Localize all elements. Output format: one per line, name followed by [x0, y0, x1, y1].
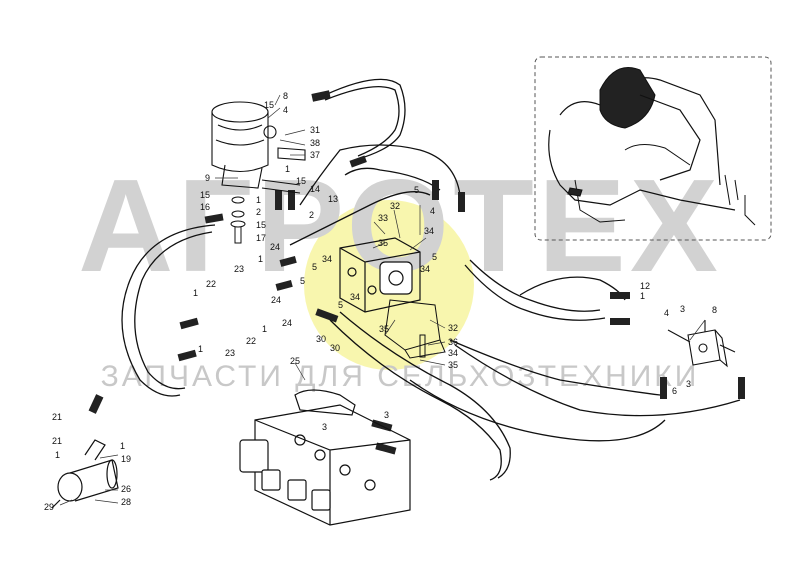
- callout-label: 32: [448, 323, 458, 333]
- callout-label: 23: [234, 264, 244, 274]
- control-valve-bank: [239, 389, 411, 526]
- callout-label: 5: [432, 252, 437, 262]
- callout-labels: 8 15 4 31 38 37 9 1 15 14 15 1 16 2 15 1…: [44, 91, 717, 512]
- callout-label: 17: [256, 233, 266, 243]
- callout-label: 5: [414, 185, 419, 195]
- mounting-bracket: [384, 299, 446, 359]
- callout-label: 35: [448, 360, 458, 370]
- callout-label: 15: [200, 190, 210, 200]
- callout-label: 38: [310, 138, 320, 148]
- callout-label: 15: [296, 176, 306, 186]
- callout-label: 1: [262, 324, 267, 334]
- callout-label: 30: [316, 334, 326, 344]
- callout-label: 24: [270, 242, 280, 252]
- callout-label: 1: [258, 254, 263, 264]
- callout-label: 1: [193, 288, 198, 298]
- tractor-inset: [534, 56, 772, 241]
- callout-label: 9: [205, 173, 210, 183]
- callout-label: 8: [712, 305, 717, 315]
- callout-label: 22: [246, 336, 256, 346]
- bolt-washer-stack: [230, 196, 246, 244]
- callout-label: 2: [256, 207, 261, 217]
- callout-label: 2: [309, 210, 314, 220]
- hydraulic-cylinder: [51, 439, 119, 509]
- callout-label: 16: [200, 202, 210, 212]
- callout-label: 34: [322, 254, 332, 264]
- callout-label: 34: [350, 292, 360, 302]
- callout-label: 35: [378, 238, 388, 248]
- callout-label: 15: [264, 100, 274, 110]
- callout-label: 1: [256, 195, 261, 205]
- callout-label: 26: [121, 484, 131, 494]
- callout-label: 1: [285, 164, 290, 174]
- callout-label: 1: [120, 441, 125, 451]
- callout-label: 4: [664, 308, 669, 318]
- callout-label: 34: [420, 264, 430, 274]
- callout-label: 1: [55, 450, 60, 460]
- callout-label: 4: [283, 105, 288, 115]
- callout-label: 19: [121, 454, 131, 464]
- callout-label: 31: [310, 125, 320, 135]
- pump-assembly: [211, 101, 306, 194]
- callout-label: 8: [283, 91, 288, 101]
- callout-label: 35: [379, 324, 389, 334]
- callout-label: 25: [290, 356, 300, 366]
- callout-label: 3: [686, 379, 691, 389]
- callout-label: 3: [384, 410, 389, 420]
- callout-label: 32: [390, 201, 400, 211]
- callout-label: 5: [300, 276, 305, 286]
- callout-label: 28: [121, 497, 131, 507]
- callout-label: 34: [448, 348, 458, 358]
- callout-label: 5: [312, 262, 317, 272]
- tee-block: [667, 320, 736, 368]
- callout-label: 15: [256, 220, 266, 230]
- callout-label: 14: [310, 184, 320, 194]
- callout-label: 29: [44, 502, 54, 512]
- callout-label: 33: [378, 213, 388, 223]
- callout-label: 34: [424, 226, 434, 236]
- leader-lines: [59, 94, 706, 506]
- callout-label: 37: [310, 150, 320, 160]
- callout-label: 21: [52, 436, 62, 446]
- callout-label: 5: [338, 300, 343, 310]
- centre-valve-block: [339, 237, 421, 313]
- callout-label: 23: [225, 348, 235, 358]
- callout-label: 24: [271, 295, 281, 305]
- callout-label: 6: [672, 386, 677, 396]
- callout-label: 3: [322, 422, 327, 432]
- callout-label: 12: [640, 281, 650, 291]
- callout-label: 4: [430, 206, 435, 216]
- callout-label: 21: [52, 412, 62, 422]
- callout-label: 3: [680, 304, 685, 314]
- callout-label: 13: [328, 194, 338, 204]
- hydraulic-hoses: [121, 78, 741, 481]
- callout-label: 24: [282, 318, 292, 328]
- callout-label: 22: [206, 279, 216, 289]
- callout-label: 1: [198, 344, 203, 354]
- callout-label: 1: [640, 291, 645, 301]
- callout-label: 36: [448, 337, 458, 347]
- callout-label: 30: [330, 343, 340, 353]
